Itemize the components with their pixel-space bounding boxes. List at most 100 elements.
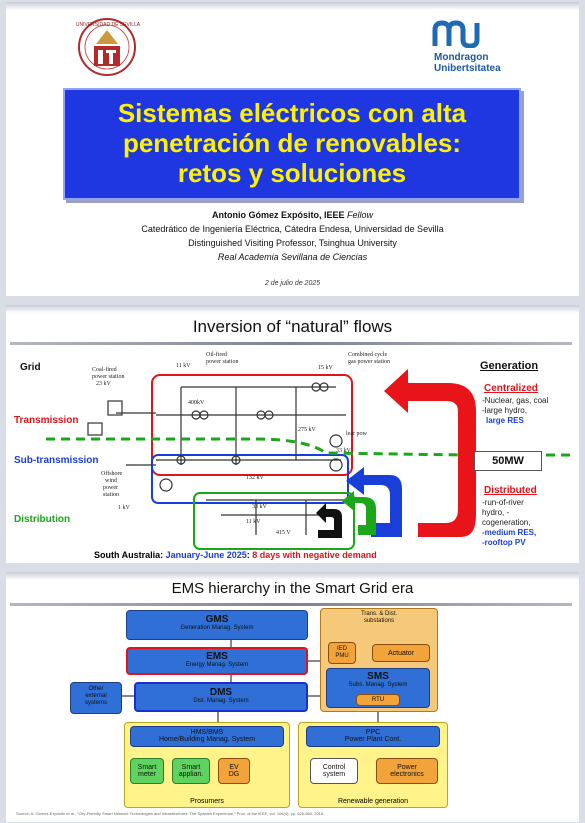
centralized-label: Centralized	[484, 383, 538, 394]
mw-threshold-box: 50MW	[474, 451, 542, 471]
ev-label: EV	[229, 764, 239, 771]
actuator-box: Actuator	[372, 644, 430, 662]
mondragon-name: Mondragon Unibertsitatea	[434, 52, 501, 74]
ems-box: EMS Energy Manag. System	[126, 647, 308, 675]
generation-label: Generation	[480, 360, 539, 372]
wind-label-2: wind	[105, 478, 117, 484]
other-systems-box: Other external systems	[70, 682, 122, 714]
green-flow-arrow	[342, 491, 376, 535]
ied-pmu-box: IED PMU	[328, 642, 356, 664]
title-slide: UNIVERSIDAD DE SEVILLA Mondragon Unibert…	[6, 2, 579, 296]
smart-app-line-2: applian.	[178, 771, 204, 778]
hms-title: HMS/BMS	[190, 729, 224, 736]
td-line-1: Trans. & Dist.	[360, 611, 398, 617]
slide-top-shade	[6, 572, 579, 580]
smart-appliance-box[interactable]: Smart applian.	[172, 758, 210, 784]
centralized-item-3: large RES	[486, 416, 524, 425]
distribution-label: Distribution	[14, 514, 71, 525]
grid-diagram	[46, 369, 576, 550]
smart-meter-line-1: Smart	[137, 764, 157, 771]
pmu-label: PMU	[335, 653, 349, 659]
kv33-label: 33 kV	[336, 448, 351, 454]
td-line-2: substations	[363, 618, 395, 624]
smart-meter-box[interactable]: Smart meter	[130, 758, 164, 784]
sa-days: 8 days with negative demand	[252, 550, 377, 560]
ppc-box: PPC Power Plant Cont.	[306, 726, 440, 747]
kv1-label: 1 kV	[118, 505, 130, 511]
control-line-2: system	[322, 771, 346, 778]
hms-box: HMS/BMS Home/Building Manag. System	[130, 726, 284, 747]
distribution-region	[193, 492, 355, 550]
flows-slide: Inversion of “natural” flows	[6, 305, 579, 563]
centralized-item-1: -Nuclear, gas, coal	[482, 396, 549, 405]
sa-colon: :	[246, 550, 253, 560]
author-name: Antonio Gómez Expósito,	[211, 210, 322, 220]
distributed-item-5: -rooftop PV	[482, 538, 526, 547]
smart-meter-line-2: meter	[138, 771, 156, 778]
south-australia-note: South Australia: January-June 2025: 8 da…	[94, 550, 377, 560]
universidad-sevilla-logo	[78, 18, 136, 76]
author-fellow: Fellow	[347, 210, 374, 220]
gms-title: GMS	[205, 614, 229, 625]
subtransmission-region	[151, 454, 349, 504]
subtransmission-label: Sub-transmission	[14, 455, 99, 466]
rtu-box: RTU	[356, 694, 400, 706]
other-line-2: external	[85, 693, 107, 699]
sa-period: January-June 2025	[165, 550, 247, 560]
slide-top-shade	[6, 2, 579, 10]
dms-box: DMS Dist. Manag. System	[134, 682, 308, 712]
title-rule	[10, 603, 572, 606]
ied-label: IED	[336, 646, 347, 652]
us-logo-text: UNIVERSIDAD DE SEVILLA	[75, 22, 141, 28]
title-line-3: retos y soluciones	[177, 158, 407, 188]
wind-label-4: station	[103, 492, 119, 498]
ev-dg-box[interactable]: EV DG	[218, 758, 250, 784]
sms-title: SMS	[367, 671, 389, 682]
ems-subtitle: Energy Manag. System	[185, 662, 249, 668]
power-line-1: Power	[397, 764, 417, 771]
mondragon-line1: Mondragon	[434, 52, 489, 63]
distributed-item-3: cogeneration,	[482, 518, 531, 527]
hms-subtitle: Home/Building Manag. System	[158, 736, 256, 743]
oil-label-2: power station	[206, 359, 239, 365]
cc-label-1: Combined cycle	[348, 352, 388, 358]
control-line-1: Control	[322, 764, 346, 771]
other-line-1: Other	[88, 686, 104, 692]
coal-label-2: power station	[92, 374, 125, 380]
slide-top-shade	[6, 305, 579, 313]
ems-title: EMS	[206, 651, 228, 662]
blue-flow-arrow	[346, 467, 402, 537]
transmission-label: Transmission	[14, 415, 79, 426]
power-electronics-box[interactable]: Power electronics	[376, 758, 438, 784]
sms-subtitle: Subs. Manag. System	[348, 682, 408, 688]
kv33b-label: 33 kV	[252, 504, 267, 510]
ppc-subtitle: Power Plant Cont.	[344, 736, 402, 743]
title-box: Sistemas eléctricos con alta penetración…	[63, 88, 521, 200]
v415-label: 415 V	[276, 530, 291, 536]
control-system-box[interactable]: Control system	[310, 758, 358, 784]
sa-prefix: South Australia:	[94, 550, 166, 560]
wind-label-1: Offshore	[101, 471, 123, 477]
renewable-label: Renewable generation	[337, 798, 409, 805]
title-rule	[10, 342, 572, 345]
coal-label-1: Coal-fired	[92, 367, 117, 373]
kv400-label: 400kV	[188, 400, 205, 406]
kv15-label: 15 kV	[318, 365, 333, 371]
dms-title: DMS	[209, 687, 233, 698]
nuclear-label: lear pow	[346, 431, 367, 437]
kv132-label: 132 kV	[246, 475, 264, 481]
kv11b-label: 11 kV	[246, 519, 261, 525]
affiliation-2: Distinguished Visiting Professor, Tsingh…	[188, 238, 397, 248]
slide-title: Inversion of “natural” flows	[192, 317, 393, 336]
distributed-item-4: -medium RES,	[482, 528, 537, 537]
slide-title: EMS hierarchy in the Smart Grid era	[171, 580, 414, 597]
author-suffix: IEEE	[321, 210, 347, 220]
affiliation-1: Catedrático de Ingeniería Eléctrica, Cát…	[141, 224, 444, 234]
oil-label-1: Oil-fired	[206, 352, 227, 358]
mondragon-logo-icon	[432, 20, 480, 48]
gms-box: GMS Generation Manag. System	[126, 610, 308, 640]
distributed-item-2: hydro, -	[482, 508, 510, 517]
ppc-title: PPC	[365, 729, 381, 736]
black-flow-arrow	[316, 503, 342, 538]
distributed-item-1: -run-of-river	[482, 498, 524, 507]
